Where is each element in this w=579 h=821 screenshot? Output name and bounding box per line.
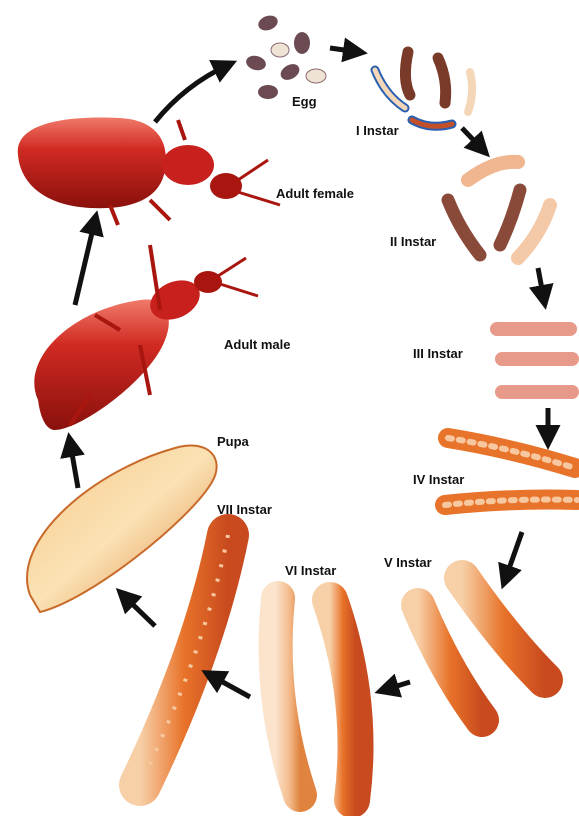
arrow-egg-to-first — [330, 48, 358, 52]
label-first-instar: I Instar — [356, 123, 399, 138]
adult-female-illustration — [18, 117, 280, 225]
arrow-seventh-to-pupa — [123, 595, 155, 626]
label-fifth-instar: V Instar — [384, 555, 432, 570]
fifth-instar-illustration — [418, 578, 545, 720]
arrow-sixth-to-seventh — [210, 675, 250, 697]
second-instar-illustration — [448, 162, 550, 258]
fourth-instar-illustration — [445, 438, 577, 505]
arrow-male-to-female — [75, 220, 95, 305]
label-adult-male: Adult male — [224, 337, 290, 352]
arrow-pupa-to-male — [70, 442, 78, 488]
label-adult-female: Adult female — [276, 186, 354, 201]
eggs-illustration — [245, 13, 326, 99]
label-second-instar: II Instar — [390, 234, 436, 249]
label-fourth-instar: IV Instar — [413, 472, 464, 487]
arrow-first-to-second — [462, 128, 483, 150]
first-instar-illustration — [375, 52, 472, 126]
third-instar-illustration — [490, 322, 579, 399]
arrow-fourth-to-fifth — [505, 532, 522, 580]
arrow-second-to-third — [538, 268, 544, 300]
arrow-fifth-to-sixth — [384, 682, 410, 690]
sixth-instar-illustration — [276, 598, 356, 800]
arrow-female-to-egg — [155, 65, 228, 122]
pupa-illustration — [27, 446, 217, 612]
seventh-instar-illustration — [140, 535, 228, 785]
label-pupa: Pupa — [217, 434, 249, 449]
label-sixth-instar: VI Instar — [285, 563, 336, 578]
label-egg: Egg — [292, 94, 317, 109]
label-seventh-instar: VII Instar — [217, 502, 272, 517]
label-third-instar: III Instar — [413, 346, 463, 361]
